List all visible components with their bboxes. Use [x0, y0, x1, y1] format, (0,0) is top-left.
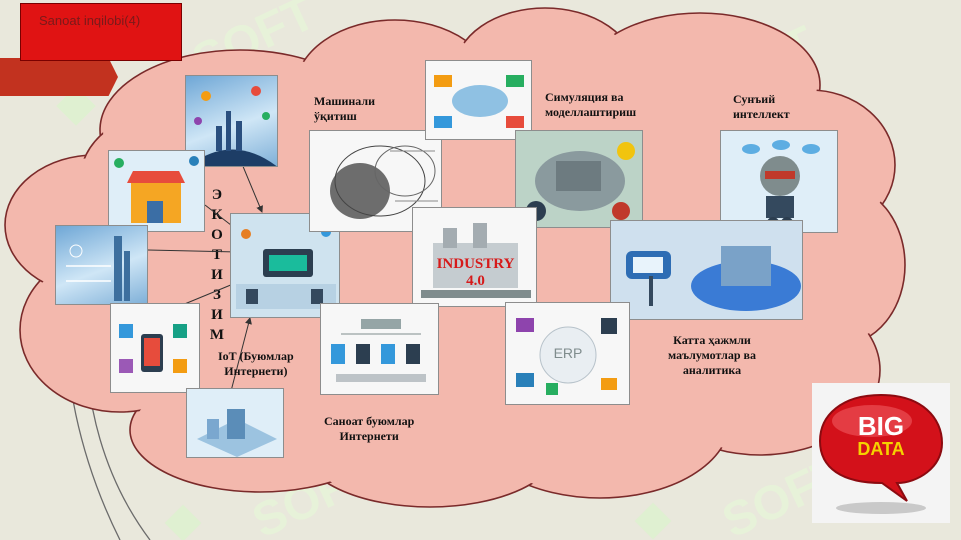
ecosystem-letter: М: [209, 327, 225, 343]
machine-learning-label: Машинали ўқитиш: [314, 94, 376, 123]
ecosystem-letter: И: [211, 307, 223, 323]
ai-image: [720, 130, 838, 233]
smart-building-image: [186, 388, 284, 458]
industry-4-image: INDUSTRY 4.0: [412, 207, 537, 307]
slide-title: Sanoat inqilobi(4): [39, 13, 141, 28]
simulation-icon: [526, 142, 635, 221]
ecosystem-letter: Э: [211, 187, 223, 203]
building-icon: [197, 409, 277, 457]
big-data-bubble-icon: [818, 393, 944, 514]
erp-icon: [516, 318, 617, 395]
ecosystem-letter: К: [211, 207, 223, 223]
data-text: DATA: [857, 439, 905, 459]
ecosystem-letter: И: [211, 267, 223, 283]
ecosystem-letter: Т: [211, 247, 222, 263]
factory-icon: [421, 223, 531, 298]
title-arrow: [0, 58, 118, 96]
ecosystem-label: Э К О Т И З И М: [207, 185, 227, 345]
simulation-label: Симуляция ва моделлаштириш: [545, 90, 637, 119]
ecosystem-letter: З: [213, 287, 221, 303]
smart-shop-image: [108, 150, 205, 232]
cloud-icon: [434, 75, 524, 128]
devices-icon: [119, 324, 187, 373]
venn-diagram-icon: [330, 145, 438, 219]
iot-devices-image: [110, 303, 200, 393]
iot-label: IoT (Буюмлар Интернети): [218, 349, 294, 378]
erp-text: ERP: [553, 345, 583, 361]
data-platform-icon: [626, 246, 801, 311]
big-data-platform-image: [610, 220, 803, 320]
network-icon: [66, 236, 130, 301]
big-data-analytics-label: Катта ҳажмли маълумотлар ва аналитика: [668, 333, 757, 377]
shop-icon: [114, 156, 199, 223]
ecosystem-letter: О: [211, 227, 223, 243]
title-box: Sanoat inqilobi(4): [20, 3, 182, 61]
iot-hub-icon: [236, 227, 336, 309]
smart-city-icon: [188, 86, 277, 166]
ai-label: Сунъий интеллект: [733, 92, 790, 121]
big-text: BIG: [857, 411, 905, 441]
industrial-iot-label: Саноат буюмлар Интернети: [324, 414, 415, 443]
industrial-iot-image: [320, 303, 439, 395]
industry-version: 4.0: [466, 273, 485, 289]
big-data-logo: BIG DATA: [812, 383, 950, 523]
robot-icon: [742, 140, 820, 229]
simulation-image: [515, 130, 643, 228]
city-network-image: [55, 225, 148, 305]
industry-title: INDUSTRY: [436, 256, 515, 272]
industrial-iot-icon: [331, 319, 426, 382]
cloud-computing-image: [425, 60, 532, 140]
erp-image: ERP: [505, 302, 630, 405]
